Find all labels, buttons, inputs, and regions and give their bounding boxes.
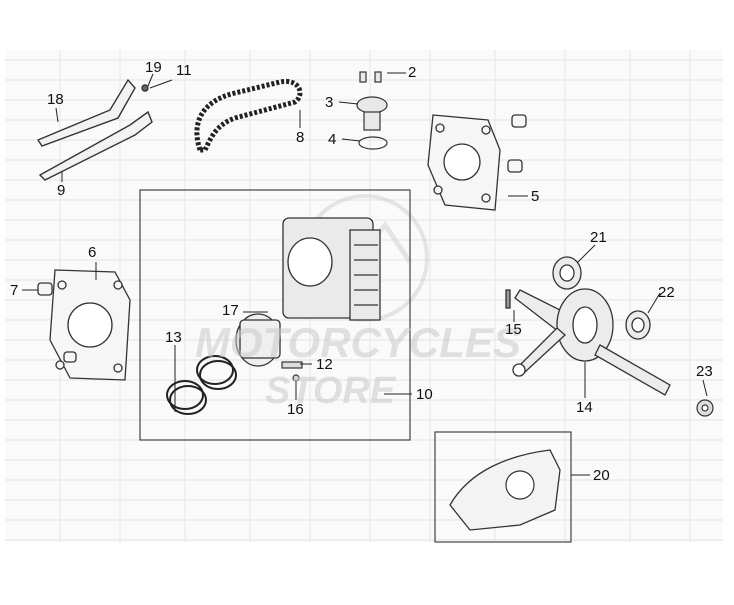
callout-12: 12 <box>316 356 333 373</box>
chain-guide-assembly <box>36 78 153 181</box>
callout-9: 9 <box>57 182 66 199</box>
callout-10: 10 <box>416 386 433 403</box>
callout-5: 5 <box>531 188 540 205</box>
callout-21: 21 <box>590 229 607 246</box>
callout-22: 22 <box>658 284 675 301</box>
callout-20: 20 <box>593 467 610 484</box>
callout-11: 11 <box>176 62 192 79</box>
watermark-line1: MOTORCYCLES <box>195 319 521 366</box>
head-gasket <box>427 114 527 211</box>
callout-4: 4 <box>328 131 337 148</box>
callout-19: 19 <box>145 59 162 76</box>
callout-23: 23 <box>696 363 713 380</box>
leader-lines <box>22 72 708 476</box>
cam-chain <box>194 78 303 153</box>
cover-box <box>434 431 572 543</box>
tensioner-bolts <box>356 71 388 150</box>
nut <box>696 399 714 417</box>
callout-3: 3 <box>325 94 334 111</box>
callout-18: 18 <box>47 91 64 108</box>
callout-15: 15 <box>505 321 522 338</box>
watermark-line2: STORE <box>265 370 396 412</box>
base-gasket <box>37 269 131 381</box>
callout-17: 17 <box>222 302 239 319</box>
callout-2: 2 <box>408 64 417 81</box>
callout-7: 7 <box>10 282 19 299</box>
crankshaft-assembly <box>505 256 671 396</box>
callout-8: 8 <box>296 129 305 146</box>
callout-6: 6 <box>88 244 97 261</box>
callout-14: 14 <box>576 399 593 416</box>
cylinder-assembly-box <box>139 189 411 441</box>
callout-16: 16 <box>287 401 304 418</box>
callout-13: 13 <box>165 329 182 346</box>
